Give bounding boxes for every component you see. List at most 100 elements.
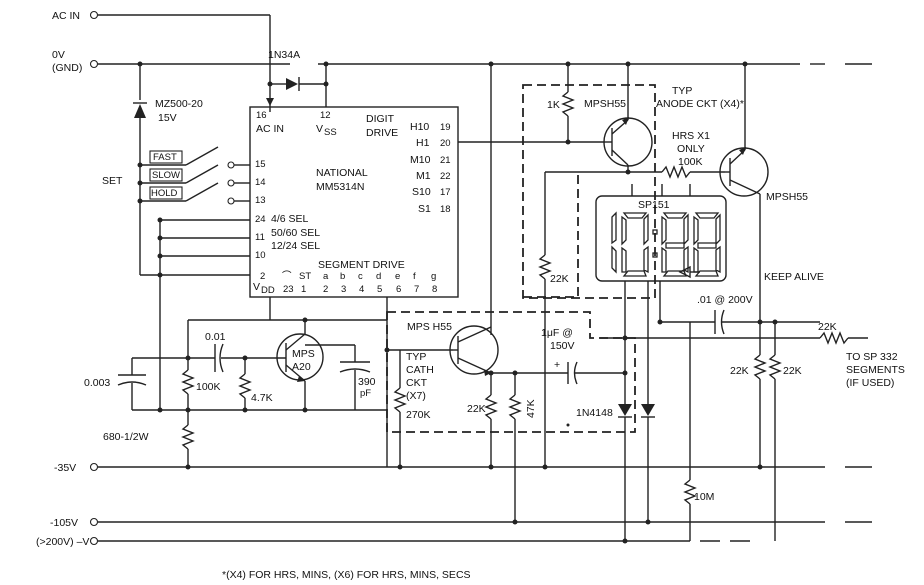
anode-box [522, 84, 656, 299]
svg-text:5: 5 [377, 284, 382, 295]
svg-text:ONLY: ONLY [677, 143, 705, 155]
svg-text:c: c [358, 271, 363, 282]
rail-minus200: (>200V) –V [36, 536, 750, 548]
svg-text:H10: H10 [410, 121, 429, 133]
anode-circuit: TYP ANODE CKT (X4)* 1K MPSH55 22K HRS X1… [538, 61, 808, 470]
svg-text:SP151: SP151 [638, 199, 670, 211]
svg-text:19: 19 [440, 122, 451, 133]
rail-ac-in: AC IN [52, 10, 271, 112]
svg-text:DRIVE: DRIVE [366, 127, 398, 139]
svg-text:17: 17 [440, 187, 451, 198]
svg-text:e: e [395, 271, 400, 282]
svg-text:21: 21 [440, 155, 451, 166]
svg-text:15V: 15V [158, 112, 177, 124]
svg-text:4/6 SEL: 4/6 SEL [271, 213, 309, 225]
svg-text:S10: S10 [412, 186, 431, 198]
svg-text:(IF USED): (IF USED) [846, 377, 894, 389]
svg-text:pF: pF [360, 388, 371, 399]
diode-1n34a: 1N34A [266, 49, 329, 107]
svg-text:10: 10 [255, 250, 266, 261]
svg-text:(X7): (X7) [406, 390, 426, 402]
svg-text:270K: 270K [406, 409, 431, 421]
svg-text:22K: 22K [550, 273, 569, 285]
svg-text:8: 8 [432, 284, 437, 295]
svg-text:4.7K: 4.7K [251, 392, 273, 404]
svg-text:22: 22 [440, 171, 451, 182]
cathode-circuit: MPS H55 TYP CATH CKT (X7) 270K 22K 47K 1… [384, 297, 628, 525]
svg-text:24: 24 [255, 214, 266, 225]
svg-text:22K: 22K [783, 365, 802, 377]
svg-text:AC IN: AC IN [256, 123, 284, 135]
svg-text:g: g [431, 271, 436, 282]
svg-text:22K: 22K [467, 403, 486, 415]
svg-text:HOLD: HOLD [151, 188, 178, 199]
svg-text:SS: SS [324, 127, 337, 138]
rail-minus35: -35V [54, 462, 872, 474]
svg-text:ST: ST [299, 271, 311, 282]
svg-text:1N4148: 1N4148 [576, 407, 613, 419]
svg-text:47K: 47K [525, 399, 537, 418]
svg-text:1K: 1K [547, 99, 560, 111]
svg-text:b: b [340, 271, 345, 282]
svg-text:FAST: FAST [153, 152, 177, 163]
svg-text:TO SP 332: TO SP 332 [846, 351, 898, 363]
footnote: *(X4) FOR HRS, MINS, (X6) FOR HRS, MINS,… [222, 569, 471, 581]
svg-text:2: 2 [260, 271, 265, 282]
segment-diodes [600, 281, 760, 544]
svg-text:MPSH55: MPSH55 [584, 98, 626, 110]
svg-text:15: 15 [255, 159, 266, 170]
svg-text:S1: S1 [418, 203, 431, 215]
svg-text:(GND): (GND) [52, 62, 82, 74]
svg-text:MPSH55: MPSH55 [766, 191, 808, 203]
svg-text:1μF @: 1μF @ [541, 327, 573, 339]
svg-text:ANODE CKT (X4)*: ANODE CKT (X4)* [656, 98, 744, 110]
switches: SET FAST SLOW HOLD [102, 146, 250, 410]
svg-text:KEEP ALIVE: KEEP ALIVE [764, 271, 824, 283]
ic-mm5314n: 16 12 AC IN V SS DIGIT DRIVE NATIONAL MM… [249, 106, 459, 298]
svg-text:TYP: TYP [406, 351, 426, 363]
svg-text:22K: 22K [818, 321, 837, 333]
svg-text:TYP: TYP [672, 85, 692, 97]
svg-text:MPS: MPS [292, 348, 315, 360]
svg-text:M1: M1 [416, 170, 431, 182]
svg-text:7: 7 [414, 284, 419, 295]
svg-text:.01 @ 200V: .01 @ 200V [697, 294, 753, 306]
svg-text:A20: A20 [292, 361, 311, 373]
svg-text:1N34A: 1N34A [268, 49, 300, 61]
svg-text:10M: 10M [694, 491, 714, 503]
svg-text:0V: 0V [52, 49, 65, 61]
svg-text:0.003: 0.003 [84, 377, 110, 389]
svg-text:14: 14 [255, 177, 266, 188]
svg-text:1: 1 [301, 284, 306, 295]
svg-text:-105V: -105V [50, 517, 78, 529]
svg-text:12: 12 [320, 110, 331, 121]
svg-text:⌒: ⌒ [282, 271, 292, 282]
svg-text:150V: 150V [550, 340, 575, 352]
svg-text:a: a [323, 271, 329, 282]
svg-text:0.01: 0.01 [205, 331, 226, 343]
svg-text:390: 390 [358, 376, 376, 388]
svg-text:18: 18 [440, 204, 451, 215]
svg-text:20: 20 [440, 138, 451, 149]
svg-text:SET: SET [102, 175, 123, 187]
svg-text:100K: 100K [678, 156, 703, 168]
svg-text:100K: 100K [196, 381, 221, 393]
svg-text:SLOW: SLOW [152, 170, 180, 181]
svg-text:50/60 SEL: 50/60 SEL [271, 227, 320, 239]
svg-text:SEGMENT DRIVE: SEGMENT DRIVE [318, 259, 405, 271]
svg-text:MZ500-20: MZ500-20 [155, 98, 203, 110]
svg-text:V: V [253, 281, 260, 293]
oscillator-section: 0.01 0.003 100K 4.7K MPS A20 [84, 297, 387, 470]
zener-mz500: MZ500-20 15V [133, 61, 203, 275]
svg-text:CATH: CATH [406, 364, 434, 376]
svg-text:6: 6 [396, 284, 401, 295]
rail-minus105: -105V [50, 517, 872, 529]
keep-alive: .01 @ 200V KEEP ALIVE 10M 22K 22K 22K TO… [657, 194, 905, 541]
display-sp151: SP151 [523, 175, 727, 298]
svg-text:V: V [316, 123, 323, 135]
svg-text:AC IN: AC IN [52, 10, 80, 22]
svg-text:H1: H1 [416, 137, 430, 149]
svg-text:4: 4 [359, 284, 364, 295]
svg-text:23: 23 [283, 284, 294, 295]
